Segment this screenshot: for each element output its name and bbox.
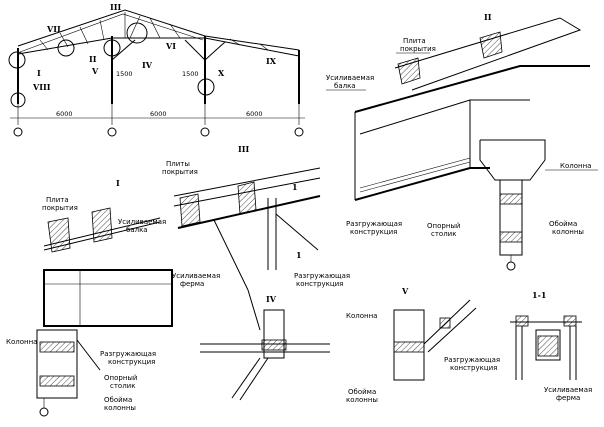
detail-I-title: I [116,178,120,188]
marker-VII: VII [46,24,61,34]
detail-III-title: III [238,144,249,154]
marker-X: X [218,68,225,78]
I-clamp-1: Обойма [104,396,132,404]
marker-VIII: VIII [32,82,51,92]
dim-3: 6000 [246,110,263,118]
II-column: Колонна [560,162,591,170]
II-plate-1: Плита [403,37,426,45]
III-mark-1b: 1 [296,250,302,260]
II-clamp-1: Обойма [549,220,577,228]
II-relief-1: Разгружающая [346,220,402,228]
detail-II: II Плита покрытия Усиливаемая балка Коло… [326,12,598,271]
I-relief-1: Разгружающая [100,350,156,358]
V-clamp-2: колонны [346,396,378,404]
II-support-1: Опорный [427,222,460,230]
III-relief-1: Разгружающая [294,272,350,280]
I-support-2: столик [110,382,135,390]
marker-I: I [37,68,41,78]
II-clamp-2: колонны [552,228,584,236]
II-beam-1: Усиливаемая [326,74,374,82]
detail-IV: IV [200,294,330,401]
marker-V: V [91,66,99,76]
dim-1: 6000 [56,110,73,118]
dim-2: 6000 [150,110,167,118]
detail-III: III 1 1 Плиты покрытия Усиливаемая ферма… [162,144,350,331]
V-clamp-1: Обойма [348,388,376,396]
marker-IV: IV [142,60,153,70]
height-1: 1500 [116,70,133,78]
detail-V: V Колонна Разгружающая конструкция Обойм… [346,286,500,404]
I-plate-2: покрытия [42,204,78,212]
III-relief-2: конструкция [296,280,343,288]
II-plate-2: покрытия [400,45,436,53]
III-plates-2: покрытия [162,168,198,176]
I-plate-1: Плита [46,196,69,204]
detail-II-title: II [484,12,492,22]
I-column: Колонна [6,338,37,346]
II-support-2: столик [431,230,456,238]
frame-overview: 6000 6000 6000 1500 1500 I II III IV V V… [8,2,305,137]
section-truss-2: ферма [556,394,580,402]
marker-IX: IX [266,56,277,66]
I-clamp-2: колонны [104,404,136,412]
V-relief-1: Разгружающая [444,356,500,364]
marker-II: II [89,54,97,64]
detail-IV-title: IV [266,294,277,304]
II-relief-2: конструкция [350,228,397,236]
V-column: Колонна [346,312,377,320]
section-title: 1-1 [532,290,546,300]
V-relief-2: конструкция [450,364,497,372]
II-beam-2: балка [334,82,356,90]
marker-VI: VI [165,41,176,51]
III-plates-1: Плиты [166,160,190,168]
I-beam-1: Усиливаемая [118,218,166,226]
detail-I: I Плита покрытия Усиливаемая балка Колон… [6,178,173,417]
marker-III: III [110,2,121,12]
section-1-1: 1-1 Усиливаемая ферма [510,290,592,402]
I-support-1: Опорный [104,374,137,382]
I-relief-2: конструкция [108,358,155,366]
III-truss-1: Усиливаемая [172,272,220,280]
detail-V-title: V [401,286,409,296]
section-truss-1: Усиливаемая [544,386,592,394]
III-truss-2: ферма [180,280,204,288]
I-beam-2: балка [126,226,148,234]
height-2: 1500 [182,70,199,78]
III-mark-1a: 1 [292,182,298,192]
